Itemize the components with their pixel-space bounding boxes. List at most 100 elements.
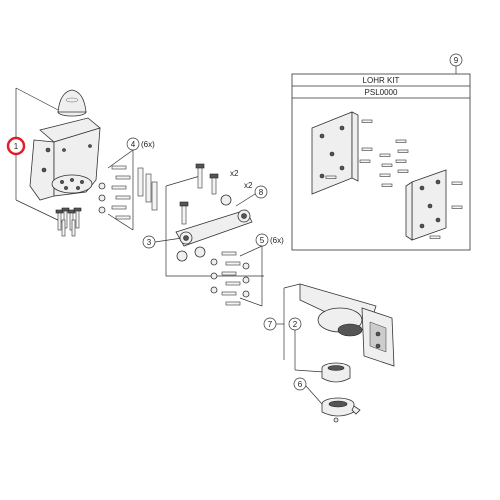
callout-1-group[interactable]: 1: [6, 136, 26, 156]
callout-4-group[interactable]: 4 (6x): [126, 137, 155, 151]
callout-8-group[interactable]: 8: [254, 185, 268, 199]
kit-plate-left-edge: [351, 111, 359, 182]
callout-7-group[interactable]: 7: [263, 317, 277, 331]
plate-hole: [319, 133, 325, 139]
coupling-assembly-part: [299, 283, 395, 423]
kit-plate-right-edge: [405, 181, 413, 241]
link-end-hole: [241, 213, 247, 219]
base-hole: [64, 186, 68, 190]
callout-6-circle[interactable]: [293, 377, 307, 391]
side-hole: [45, 147, 51, 153]
kit-code: PSL0000: [365, 88, 398, 97]
leader-line-4a: [107, 149, 134, 169]
kit-bolt: [325, 175, 337, 179]
plate-hole: [339, 125, 345, 131]
callout-2-group[interactable]: 2: [288, 317, 302, 331]
bolt: [221, 291, 237, 296]
assembly-frame-3: [165, 186, 264, 277]
washer: [98, 194, 106, 202]
kit-bolt: [451, 205, 463, 209]
long-bolt: [145, 173, 152, 203]
kit-bolt: [397, 169, 409, 173]
plate-hole: [329, 151, 335, 157]
callout-3-label: 3: [147, 238, 152, 247]
leader-line-2: [294, 369, 325, 373]
bolt-head: [67, 209, 76, 214]
bolt: [225, 301, 241, 306]
kit-bolt: [429, 235, 441, 239]
plate-hole: [427, 203, 433, 209]
callout-2-label: 2: [293, 320, 298, 329]
kit-bolt: [381, 183, 393, 187]
face-hole: [62, 148, 66, 152]
main-bracket-part: [29, 89, 101, 201]
ring-6-tab: [351, 405, 361, 415]
pin-head: [209, 173, 219, 179]
bracket-hole: [375, 331, 381, 337]
callout-1-label: 1: [14, 142, 19, 151]
ring-2-hole: [327, 365, 345, 371]
plate-hole: [319, 173, 325, 179]
callout-6-label: 6: [298, 380, 303, 389]
plate-hole: [419, 185, 425, 191]
kit-bolt: [359, 159, 371, 163]
kit-bolt: [381, 163, 393, 167]
leader-line-8: [235, 193, 256, 207]
bolt-group-1: [55, 207, 82, 237]
bolt-head: [61, 207, 70, 212]
leader-line-4b: [107, 213, 134, 231]
bolt-head: [55, 209, 64, 214]
plate-hole: [435, 217, 441, 223]
callout-4-qty: (6x): [141, 140, 155, 149]
callout-6-group[interactable]: 6: [293, 377, 307, 391]
long-bolt: [137, 167, 144, 197]
kit-bolt: [379, 153, 391, 157]
washer: [210, 286, 218, 294]
callout-3-group[interactable]: 3: [142, 235, 156, 249]
bolt: [61, 219, 66, 237]
bolt-head: [73, 207, 82, 212]
bolt-set-5: [210, 251, 250, 306]
plate-hole: [339, 165, 345, 171]
leader-line-6: [305, 385, 323, 405]
long-bolt: [151, 181, 158, 211]
bolt: [115, 195, 131, 200]
kit-box: LOHR KIT PSL0000: [291, 73, 471, 251]
bolt: [221, 251, 237, 256]
qty-mark-1: x2: [230, 169, 239, 178]
coupling-socket: [337, 323, 363, 337]
bolt: [115, 175, 131, 180]
washer: [98, 182, 106, 190]
kit-bolt: [361, 119, 373, 123]
bolt-nut-set-4: [98, 165, 158, 220]
coupling-side-inset: [369, 321, 387, 353]
callout-4-label: 4: [131, 140, 136, 149]
plate-hole: [419, 223, 425, 229]
qty-mark-2: x2: [244, 181, 253, 190]
bolt: [225, 261, 241, 266]
callout-9-group[interactable]: 9: [449, 53, 463, 67]
link-arm-part: [175, 163, 253, 262]
washer: [242, 290, 250, 298]
link-end-hole: [183, 235, 189, 241]
bracket-hole: [375, 343, 381, 349]
callout-5-group[interactable]: 5 (6x): [255, 233, 284, 247]
bolt: [111, 205, 127, 210]
callout-8-circle[interactable]: [254, 185, 268, 199]
pin-head: [179, 201, 189, 207]
leader-line-3: [154, 237, 183, 243]
ring-6-hole: [328, 400, 348, 408]
bolt: [111, 165, 127, 170]
kit-bolt: [395, 139, 407, 143]
kit-title: LOHR KIT: [363, 76, 400, 85]
leader-line-5b: [239, 297, 263, 307]
ring-6-lug: [333, 417, 339, 423]
assembly-frame-3b: [165, 175, 201, 187]
base-hole: [70, 178, 74, 182]
kit-bolt: [451, 181, 463, 185]
nut: [176, 250, 188, 262]
kit-bolt: [397, 149, 409, 153]
kit-bolt: [395, 159, 407, 163]
dome-highlight: [65, 97, 79, 103]
